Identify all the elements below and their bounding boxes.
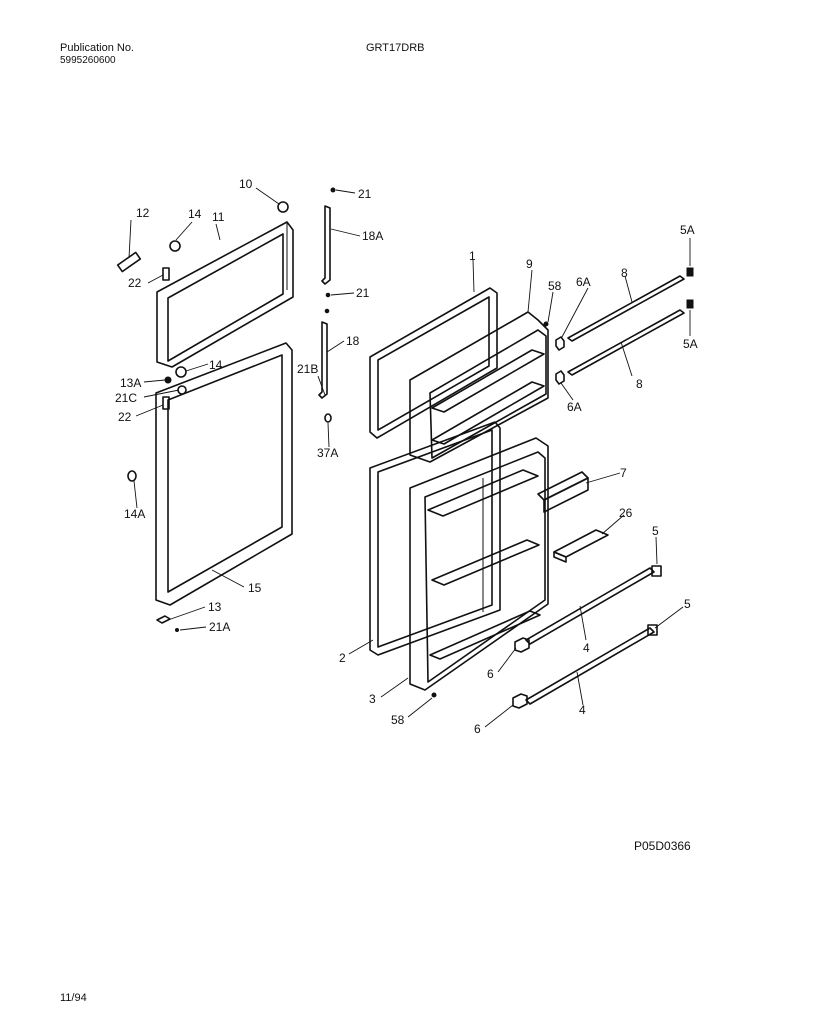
callout-26: 26	[619, 506, 633, 520]
callout-22: 22	[118, 410, 132, 424]
callout-5: 5	[684, 597, 691, 611]
callout-9: 9	[526, 257, 533, 271]
callout-labels: 12 14 11 10 22 14 13A 21C 22 14A 15 13 2…	[115, 177, 698, 736]
callout-21b: 21B	[297, 362, 318, 376]
callout-3: 3	[369, 692, 376, 706]
callout-5a: 5A	[683, 337, 698, 351]
hinges	[318, 187, 336, 423]
freezer-door-frame	[156, 221, 294, 368]
callout-58: 58	[391, 713, 405, 727]
callout-21: 21	[358, 187, 372, 201]
callout-5: 5	[652, 524, 659, 538]
callout-14: 14	[188, 207, 202, 221]
callout-4: 4	[583, 641, 590, 655]
callout-10: 10	[239, 177, 253, 191]
shelf-bars	[431, 267, 694, 709]
publication-label: Publication No.	[60, 42, 134, 54]
diagram-code: P05D0366	[634, 839, 691, 853]
callout-18a: 18A	[362, 229, 383, 243]
callout-1: 1	[469, 249, 476, 263]
callout-14: 14	[209, 358, 223, 372]
callout-6: 6	[487, 667, 494, 681]
callout-18: 18	[346, 334, 360, 348]
callout-21: 21	[356, 286, 370, 300]
callout-2: 2	[339, 651, 346, 665]
callout-7: 7	[620, 466, 627, 480]
model-number: GRT17DRB	[366, 42, 425, 54]
callout-37a: 37A	[317, 446, 338, 460]
callout-5a: 5A	[680, 223, 695, 237]
callout-15: 15	[248, 581, 262, 595]
callout-8: 8	[636, 377, 643, 391]
fresh-food-door-frame	[155, 342, 293, 606]
callout-13a: 13A	[120, 376, 141, 390]
dairy-door-and-egg-tray	[537, 471, 609, 563]
callout-11: 11	[212, 210, 225, 224]
callout-14a: 14A	[124, 507, 145, 521]
callout-22: 22	[128, 276, 142, 290]
callout-21a: 21A	[209, 620, 230, 634]
callout-6a: 6A	[576, 275, 591, 289]
callout-58: 58	[548, 279, 562, 293]
leader-lines	[128, 187, 691, 728]
callout-4: 4	[579, 703, 586, 717]
callout-13: 13	[208, 600, 222, 614]
callout-8: 8	[621, 266, 628, 280]
callout-6a: 6A	[567, 400, 582, 414]
publication-number: 5995260600	[60, 55, 116, 66]
callout-6: 6	[474, 722, 481, 736]
fresh-food-gasket-and-panel	[369, 421, 549, 691]
date-code: 11/94	[60, 992, 87, 1004]
callout-21c: 21C	[115, 391, 137, 405]
callout-12: 12	[136, 206, 150, 220]
